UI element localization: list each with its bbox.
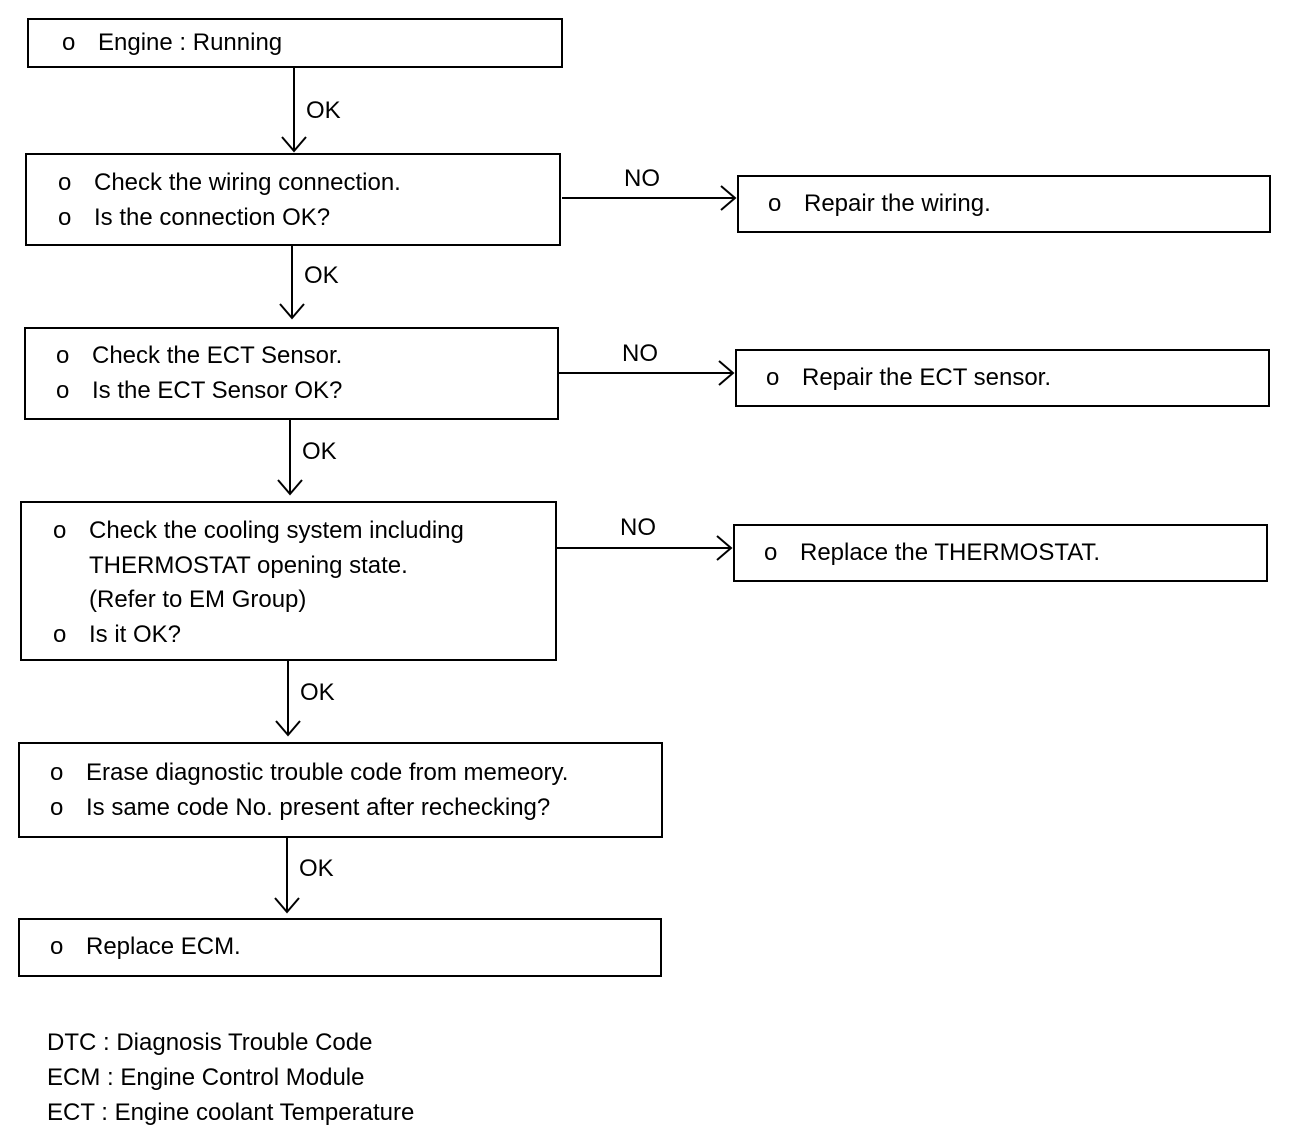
action-text: Replace the THERMOSTAT. xyxy=(800,539,1101,566)
bullet: o xyxy=(768,190,782,217)
step-text: Check the wiring connection. xyxy=(94,169,401,196)
step-check-cooling-system: o Check the cooling system including THE… xyxy=(20,501,557,661)
step-text: Is the ECT Sensor OK? xyxy=(92,377,343,404)
ok-label: OK xyxy=(306,97,341,124)
ok-label: OK xyxy=(302,438,337,465)
bullet: o xyxy=(764,539,778,566)
ok-label: OK xyxy=(300,679,335,706)
action-replace-thermostat: o Replace the THERMOSTAT. xyxy=(733,524,1268,582)
step-text: Engine : Running xyxy=(98,29,283,56)
no-label: NO xyxy=(620,514,656,541)
step-check-ect-sensor: o Check the ECT Sensor. o Is the ECT Sen… xyxy=(24,327,559,420)
step-engine-running: o Engine : Running xyxy=(27,18,563,68)
step-text: Is the connection OK? xyxy=(94,204,331,231)
step-check-wiring: o Check the wiring connection. o Is the … xyxy=(25,153,561,246)
bullet: o xyxy=(62,29,76,56)
bullet: o xyxy=(50,759,64,786)
step-erase-dtc: o Erase diagnostic trouble code from mem… xyxy=(18,742,663,838)
bullet: o xyxy=(53,517,67,544)
step-text: Replace ECM. xyxy=(86,933,241,960)
step-text: Check the cooling system including xyxy=(89,517,464,544)
action-repair-wiring: o Repair the wiring. xyxy=(737,175,1271,233)
step-text: (Refer to EM Group) xyxy=(89,586,307,613)
step-replace-ecm: o Replace ECM. xyxy=(18,918,662,977)
bullet: o xyxy=(53,621,67,648)
bullet: o xyxy=(58,169,72,196)
ok-label: OK xyxy=(299,855,334,882)
action-repair-ect-sensor: o Repair the ECT sensor. xyxy=(735,349,1270,407)
ok-label: OK xyxy=(304,262,339,289)
bullet: o xyxy=(50,933,64,960)
action-text: Repair the wiring. xyxy=(804,190,991,217)
legend-dtc: DTC : Diagnosis Trouble Code xyxy=(47,1029,373,1056)
bullet: o xyxy=(58,204,72,231)
bullet: o xyxy=(56,377,70,404)
step-text: Erase diagnostic trouble code from memeo… xyxy=(86,759,569,786)
no-label: NO xyxy=(624,165,660,192)
legend-ecm: ECM : Engine Control Module xyxy=(47,1064,365,1091)
bullet: o xyxy=(56,342,70,369)
action-text: Repair the ECT sensor. xyxy=(802,364,1052,391)
step-text: THERMOSTAT opening state. xyxy=(89,552,408,579)
no-label: NO xyxy=(622,340,658,367)
step-text: Is same code No. present after recheckin… xyxy=(86,794,551,821)
legend-ect: ECT : Engine coolant Temperature xyxy=(47,1099,415,1126)
bullet: o xyxy=(766,364,780,391)
step-text: Check the ECT Sensor. xyxy=(92,342,343,369)
bullet: o xyxy=(50,794,64,821)
step-text: Is it OK? xyxy=(89,621,182,648)
